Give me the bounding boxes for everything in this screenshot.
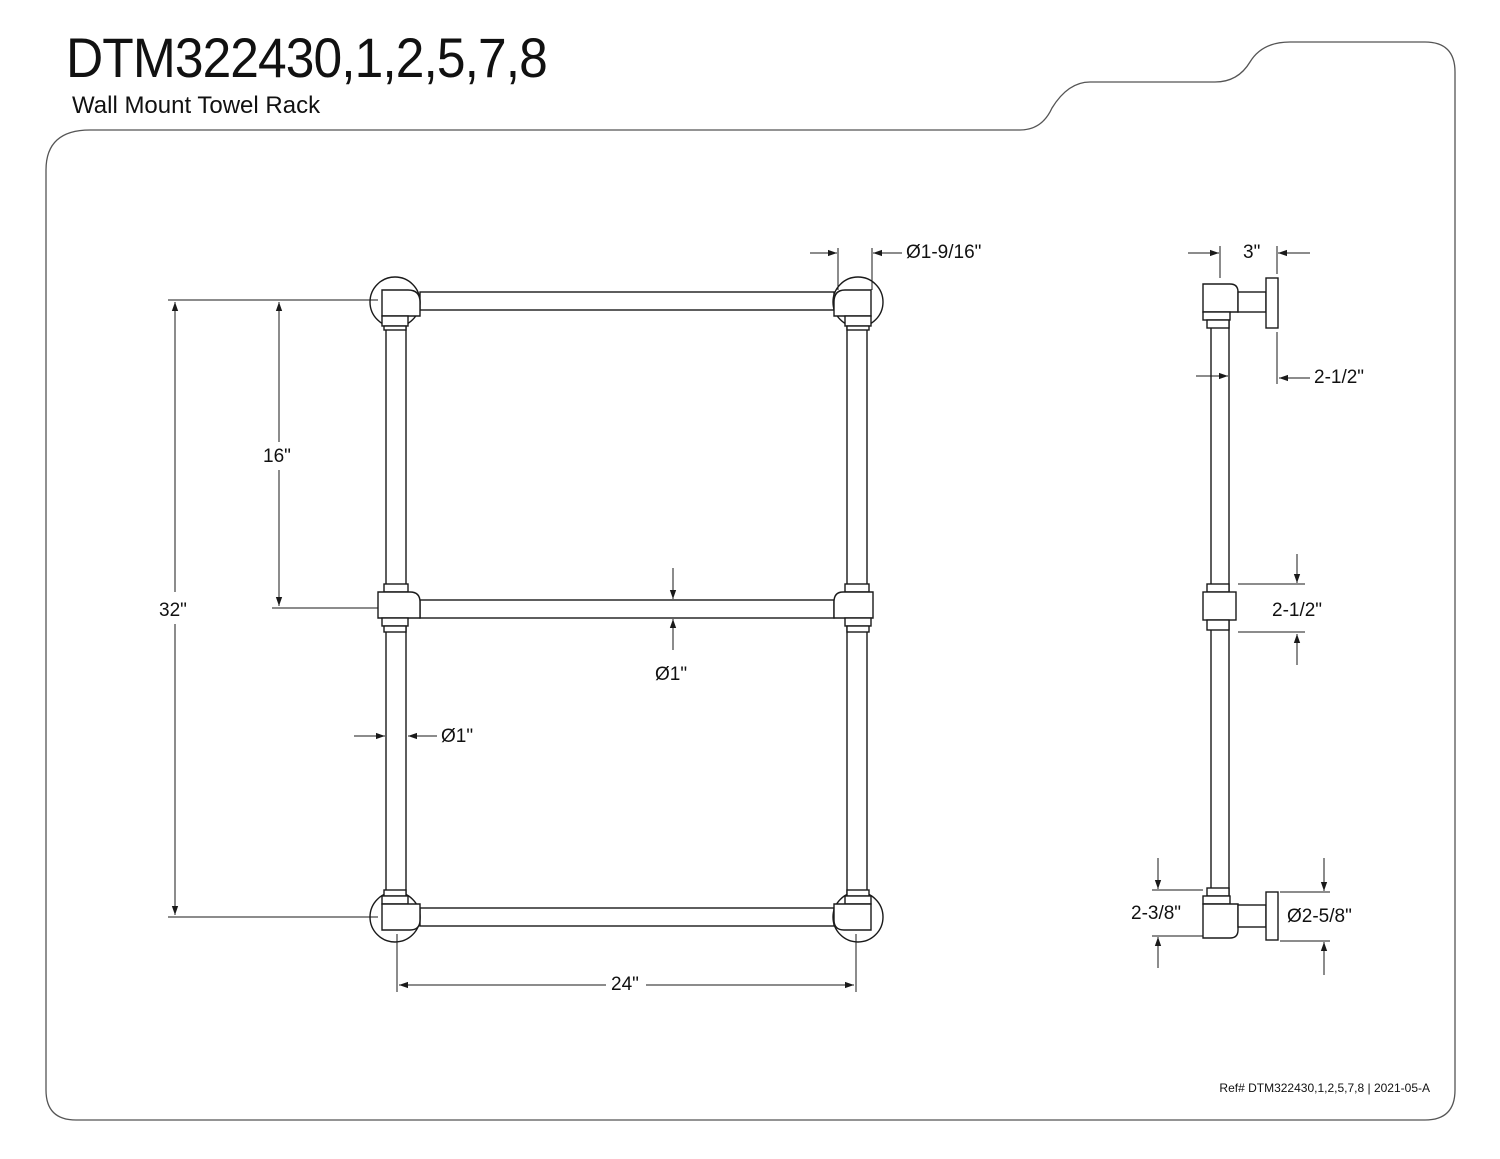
frame-border [45,41,1456,1121]
drawing-subtitle: Wall Mount Towel Rack [72,92,321,119]
dim-label-mid-bar-diameter: Ø1" [655,664,688,685]
dim-label-width-24: 24" [611,974,639,995]
dim-label-post-diameter-top: Ø1-9/16" [906,242,982,263]
side-bottom-bracket [1202,887,1279,941]
corner-fitting-bottom-right [832,889,884,943]
drawing-title: DTM322430,1,2,5,7,8 [66,26,548,89]
dim-label-height-16: 16" [263,446,291,467]
corner-fitting-top-right [832,276,884,331]
dim-label-post-diameter-left: Ø1" [441,726,474,747]
tee-fitting-middle-left [377,583,421,633]
dim-label-flange-diameter: Ø2-5/8" [1287,906,1352,927]
side-middle-fitting [1202,583,1237,631]
reference-note: Ref# DTM322430,1,2,5,7,8 | 2021-05-A [1219,1081,1430,1095]
side-top-bracket [1202,277,1279,329]
dim-label-bottom-fitting-height: 2-3/8" [1131,903,1182,924]
tee-fitting-middle-right [833,583,874,633]
corner-fitting-bottom-left [369,889,421,943]
dim-label-side-depth: 3" [1243,242,1261,263]
corner-fitting-top-left [369,276,421,331]
dim-label-side-flange-offset: 2-1/2" [1314,367,1365,388]
bottom-bar [419,907,835,927]
dim-label-height-32: 32" [159,600,187,621]
dim-label-mid-fitting-height: 2-1/2" [1272,600,1323,621]
top-bar [419,291,835,311]
middle-bar [419,599,835,619]
